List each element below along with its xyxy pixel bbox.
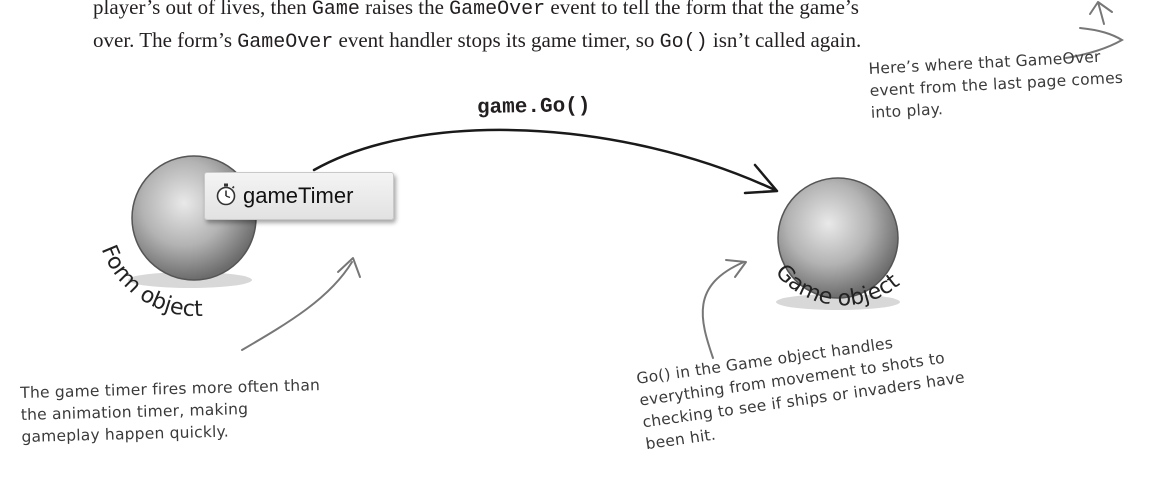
timer-note-arrow [241,261,353,351]
gameover-note-arrow-top [1089,1,1113,25]
intro-text: player’s out of lives, then [93,0,312,19]
go-note-arrow [701,261,745,359]
intro-text: over. The form’s [93,28,238,52]
game-object-sphere [777,177,899,299]
go-note-arrowhead [725,259,747,278]
intro-code: GameOver [449,0,546,21]
intro-text: event to tell the form that the game’s [545,0,859,19]
intro-text: raises the [359,0,450,19]
intro-code: Game [311,0,360,21]
call-arrow-head [743,163,779,195]
gameover-note-arrow-curl [1065,27,1124,59]
intro-text: event handler stops its game timer, so [333,28,660,52]
call-arrow [312,128,777,192]
timer-note-arrowhead [337,257,361,278]
intro-code: GameOver [237,31,334,54]
game-timer-label: gameTimer [243,183,354,208]
game-sphere-shadow [776,294,900,310]
go-call-label: game.Go() [476,95,591,120]
intro-code: Go() [659,31,708,54]
intro-paragraph: player’s out of lives, then Game raises … [93,0,1093,58]
game-timer-badge: gameTimer [204,172,394,220]
intro-text: isn’t called again. [707,28,862,52]
stopwatch-icon [215,182,237,211]
timer-annotation: The game timer fires more often than the… [20,376,321,446]
gameover-annotation: Here’s where that GameOver event from th… [868,47,1124,122]
